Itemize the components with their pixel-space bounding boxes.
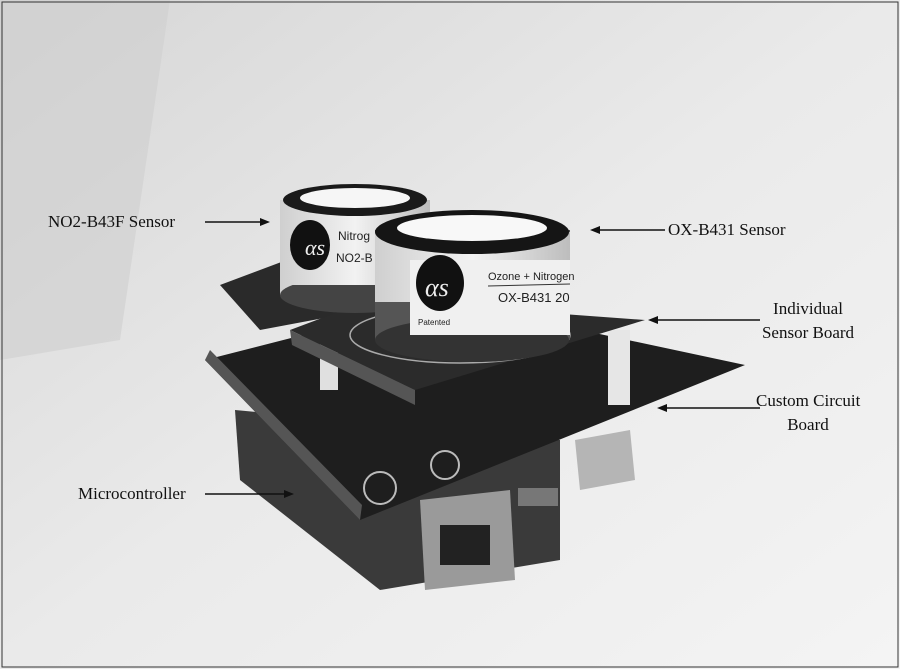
svg-text:NO2-B: NO2-B [336, 251, 373, 265]
label-line: Custom Circuit [756, 391, 861, 410]
label-microcontroller: Microcontroller [78, 484, 186, 503]
wall-corner-shadow [0, 0, 170, 360]
label-individual-sensor-board: Individual Sensor Board [752, 297, 864, 345]
annotation-arrows [205, 218, 760, 498]
svg-text:Patented: Patented [418, 318, 450, 327]
svg-text:αs: αs [425, 273, 449, 302]
label-line: Individual [773, 299, 843, 318]
svg-text:Ozone + Nitrogen: Ozone + Nitrogen [488, 271, 575, 283]
label-no2-sensor: NO2-B43F Sensor [48, 212, 176, 231]
label-line: Board [787, 415, 829, 434]
usb-port [575, 430, 635, 490]
ox-sensor: αs Patented Ozone + Nitrogen OX-B431 20 [375, 210, 575, 362]
svg-text:OX-B431 20: OX-B431 20 [498, 290, 570, 305]
svg-text:αs: αs [305, 235, 325, 260]
svg-text:Nitrog: Nitrog [338, 229, 370, 243]
label-line: Sensor Board [761, 323, 855, 342]
label-ox-sensor: OX-B431 Sensor [668, 220, 786, 239]
micro-usb-port [518, 488, 558, 506]
label-custom-circuit-board: Custom Circuit Board [756, 389, 860, 437]
